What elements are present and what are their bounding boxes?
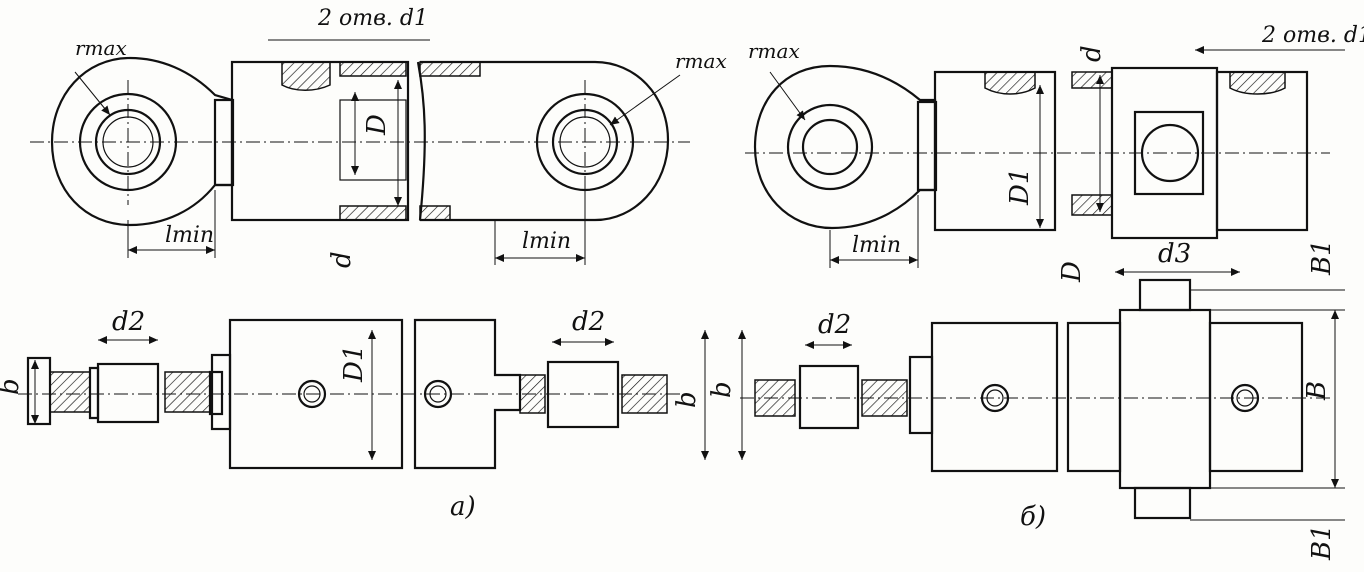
label-D-left: D <box>362 114 392 136</box>
label-rmax-left: rmax <box>75 36 127 60</box>
label-d2-b: d2 <box>818 310 851 340</box>
view-b-bottom <box>738 268 1345 521</box>
label-B1-bottom: B1 <box>1307 524 1337 561</box>
label-two-holes-right: 2 отв. d1 <box>1261 23 1364 48</box>
label-B1-top: B1 <box>1307 239 1337 276</box>
label-b-a-left: b <box>0 378 25 395</box>
label-d-left: d <box>327 251 357 268</box>
caption-b: б) <box>1020 502 1046 532</box>
ball-joint-a-left <box>96 362 160 424</box>
view-a-top <box>30 39 690 265</box>
label-B-b: B <box>1302 381 1332 401</box>
label-d2-a-right: d2 <box>572 307 605 337</box>
labels: rmax 2 отв. d1 rmax D d lmin lmin rmax 2… <box>0 6 1364 561</box>
cylinder-b-elev-left <box>930 321 1059 473</box>
label-d2-a-left: d2 <box>112 307 145 337</box>
eye-end-left <box>50 56 234 227</box>
port-left-1 <box>281 61 331 91</box>
wall-top-left <box>339 61 407 77</box>
trunnion-b-elev <box>1118 308 1212 490</box>
label-D-right: D <box>1057 261 1087 283</box>
cylinder-right-eye <box>420 60 670 222</box>
ball-joint-b <box>798 364 860 430</box>
label-d-right: d <box>1077 45 1107 62</box>
label-rmax-center: rmax <box>675 49 727 73</box>
label-b-a-right: b <box>672 391 702 408</box>
wall-bottom-left <box>339 205 407 221</box>
wall-top-right <box>419 61 481 77</box>
eye-bore-b <box>786 103 874 191</box>
label-lmin-b: lmin <box>852 233 901 258</box>
label-two-holes-left: 2 отв. d1 <box>317 6 428 31</box>
caption-a: а) <box>450 492 476 522</box>
label-b-b: b <box>707 381 737 398</box>
cylinder-b-elev-right <box>1208 321 1304 473</box>
label-lmin-a-right: lmin <box>522 229 571 254</box>
wall-bottom-right <box>419 205 451 221</box>
eye-end-b <box>753 64 937 230</box>
break-line-a <box>416 61 426 221</box>
label-rmax-right: rmax <box>748 39 800 63</box>
label-lmin-a-left: lmin <box>165 223 214 248</box>
view-b-top <box>745 46 1345 268</box>
cylinder-b-right <box>1215 70 1309 232</box>
label-D1-a: D1 <box>339 345 369 383</box>
cylinder-b-left <box>933 70 1057 232</box>
view-a-bottom <box>18 318 709 470</box>
label-D1-right: D1 <box>1005 168 1035 206</box>
label-d3: d3 <box>1158 239 1191 269</box>
